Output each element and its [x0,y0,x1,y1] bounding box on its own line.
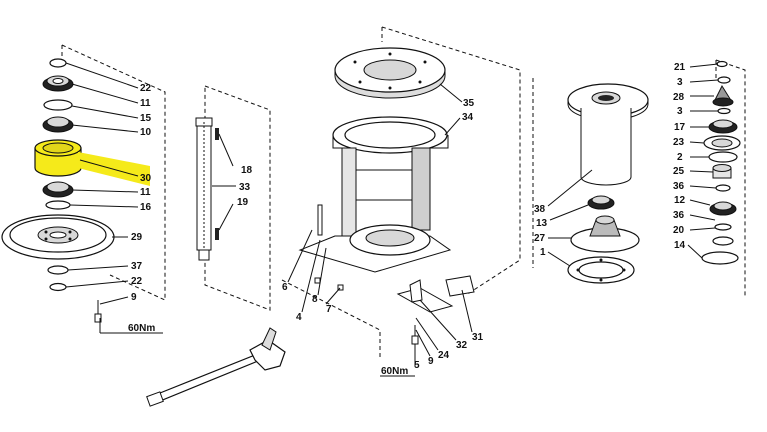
label-4: 4 [296,312,302,323]
bolt-part[interactable] [411,325,419,345]
bearing-part[interactable] [42,181,74,198]
label-11: 11 [140,98,151,109]
disc-part[interactable] [1,214,115,260]
label-6: 6 [282,282,288,293]
housing-part[interactable] [298,116,452,273]
label-13: 13 [536,218,548,229]
highlighted-sleeve-part[interactable] [34,139,150,186]
torque-label: 60Nm [381,366,408,377]
washer-part[interactable] [717,76,731,84]
label-15: 15 [140,113,152,124]
label-35: 35 [463,98,475,109]
washer-part[interactable] [715,184,731,192]
label-30: 30 [140,173,152,184]
label-36: 36 [673,181,685,192]
label-23: 23 [673,137,685,148]
gasket-part[interactable] [567,256,635,284]
bearing-part[interactable] [587,195,615,210]
label-8: 8 [312,294,318,305]
nut-part[interactable] [49,58,67,68]
top-plate-part[interactable] [334,47,446,99]
label-18: 18 [241,165,253,176]
flange-tube-part[interactable] [567,83,649,186]
label-9: 9 [428,356,434,367]
washer-part[interactable] [45,200,71,210]
bearing-part[interactable] [708,119,738,134]
bearing-part[interactable] [42,75,74,92]
bushing-part[interactable] [712,164,732,179]
group-a-stack: 22 11 15 10 30 11 16 29 37 22 9 60Nm [1,44,166,334]
label-31: 31 [472,332,484,343]
label-12: 12 [674,195,686,206]
washer-part[interactable] [714,223,732,231]
group-d-tube: 38 13 27 1 [532,78,649,284]
label-36: 36 [673,210,685,221]
label-7: 7 [326,304,332,315]
label-33: 33 [239,182,251,193]
washer-part[interactable] [717,107,731,115]
bracket-part[interactable] [445,275,475,297]
label-10: 10 [140,127,152,138]
seal-part[interactable] [703,135,741,151]
label-19: 19 [237,197,249,208]
label-11: 11 [140,187,151,198]
lever-arm-part[interactable] [146,327,286,407]
group-c-housing: 35 34 6 8 4 7 32 31 24 9 5 60Nm [281,26,521,377]
label-14: 14 [674,240,686,251]
washer-part[interactable] [47,265,69,275]
label-3: 3 [677,106,683,117]
nut-part[interactable] [49,282,67,292]
label-29: 29 [131,232,143,243]
label-24: 24 [438,350,450,361]
bearing-part[interactable] [709,201,737,216]
label-38: 38 [534,204,546,215]
label-2: 2 [677,152,683,163]
group-b-shaft: 18 33 19 [195,85,271,311]
label-16: 16 [140,202,152,213]
bearing-part[interactable] [42,116,74,133]
shaft-part[interactable] [195,117,219,261]
label-22: 22 [140,83,152,94]
torque-label: 60Nm [128,323,155,334]
bracket-part[interactable] [396,279,454,313]
hub-part[interactable] [570,215,640,253]
label-37: 37 [131,261,143,272]
label-32: 32 [456,340,468,351]
label-34: 34 [462,112,474,123]
bolt-part[interactable] [94,300,102,323]
washer-part[interactable] [712,236,734,246]
label-3: 3 [677,77,683,88]
nut-part[interactable] [716,60,728,68]
label-27: 27 [534,233,546,244]
label-28: 28 [673,92,685,103]
ring-part[interactable] [701,251,739,265]
label-5: 5 [414,360,420,371]
label-25: 25 [673,166,685,177]
label-17: 17 [674,122,686,133]
label-9: 9 [131,292,137,303]
label-22: 22 [131,276,143,287]
label-20: 20 [673,225,685,236]
label-21: 21 [674,62,686,73]
group-e-stack: 21 3 28 3 17 23 2 25 36 12 36 20 14 [673,59,746,296]
label-1: 1 [540,247,546,258]
ring-part[interactable] [708,151,738,163]
gear-part[interactable] [712,84,734,107]
washer-part[interactable] [43,99,73,111]
